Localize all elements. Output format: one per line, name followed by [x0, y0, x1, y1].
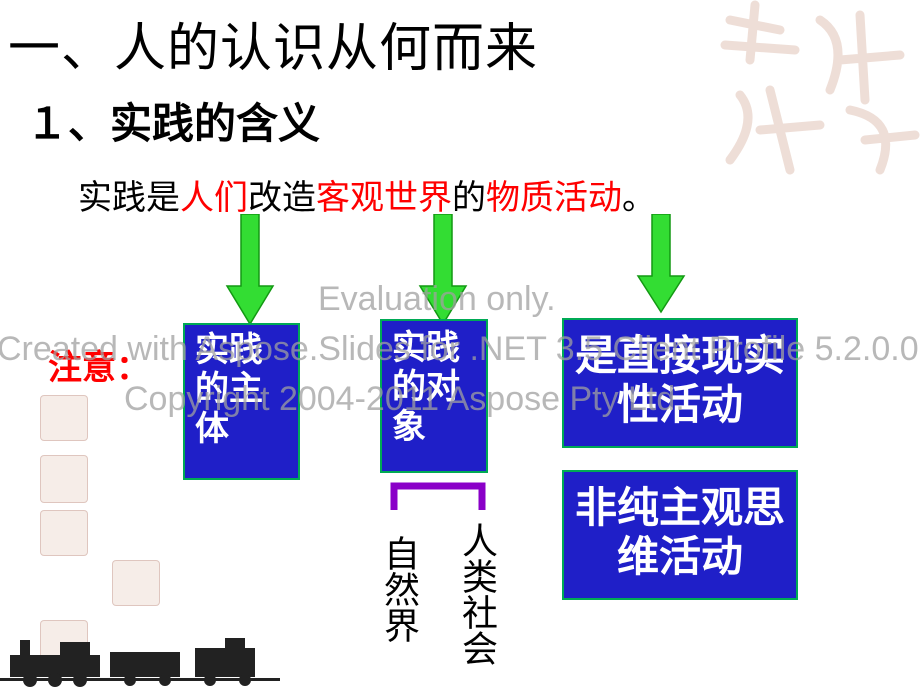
- seal-ornament: [40, 510, 88, 556]
- purple-bracket: [390, 482, 486, 510]
- non-subjective-box: 非纯主观思维活动: [562, 470, 798, 600]
- nature-label: 自然界: [378, 535, 419, 643]
- train-silhouette: [0, 638, 280, 687]
- definition-text: 的: [452, 178, 486, 218]
- definition-highlight-activity: 物质活动: [486, 178, 622, 218]
- definition-text: 实践是: [78, 178, 180, 218]
- watermark-line: Created with Aspose.Slides for .NET 3.5 …: [0, 330, 920, 368]
- seal-ornament: [40, 395, 88, 441]
- section-subtitle: １、实践的含义: [26, 99, 321, 148]
- down-arrow-icon: [636, 214, 686, 314]
- definition-sentence: 实践是人们改造客观世界的物质活动。: [78, 170, 656, 219]
- human-society-label: 人类社会: [456, 522, 497, 666]
- note-label: 注意：: [48, 348, 150, 388]
- direct-reality-box: 是直接现实性活动: [562, 318, 798, 448]
- calligraphy-decoration: [720, 0, 920, 175]
- definition-highlight-world: 客观世界: [316, 178, 452, 218]
- definition-text: 。: [622, 178, 656, 218]
- page-title: 一、人的认识从何而来: [8, 19, 539, 79]
- definition-highlight-people: 人们: [180, 178, 248, 218]
- definition-text: 改造: [248, 178, 316, 218]
- seal-ornament: [40, 455, 88, 503]
- down-arrow-icon: [225, 214, 275, 326]
- down-arrow-icon: [418, 214, 468, 326]
- seal-ornament: [112, 560, 160, 606]
- practice-object-box: 实践的对象: [380, 319, 488, 473]
- watermark-line: Evaluation only.: [318, 280, 556, 318]
- practice-subject-box: 实践的主体: [183, 323, 300, 480]
- watermark-line: Copyright 2004-2011 Aspose Pty Ltd.: [124, 380, 685, 418]
